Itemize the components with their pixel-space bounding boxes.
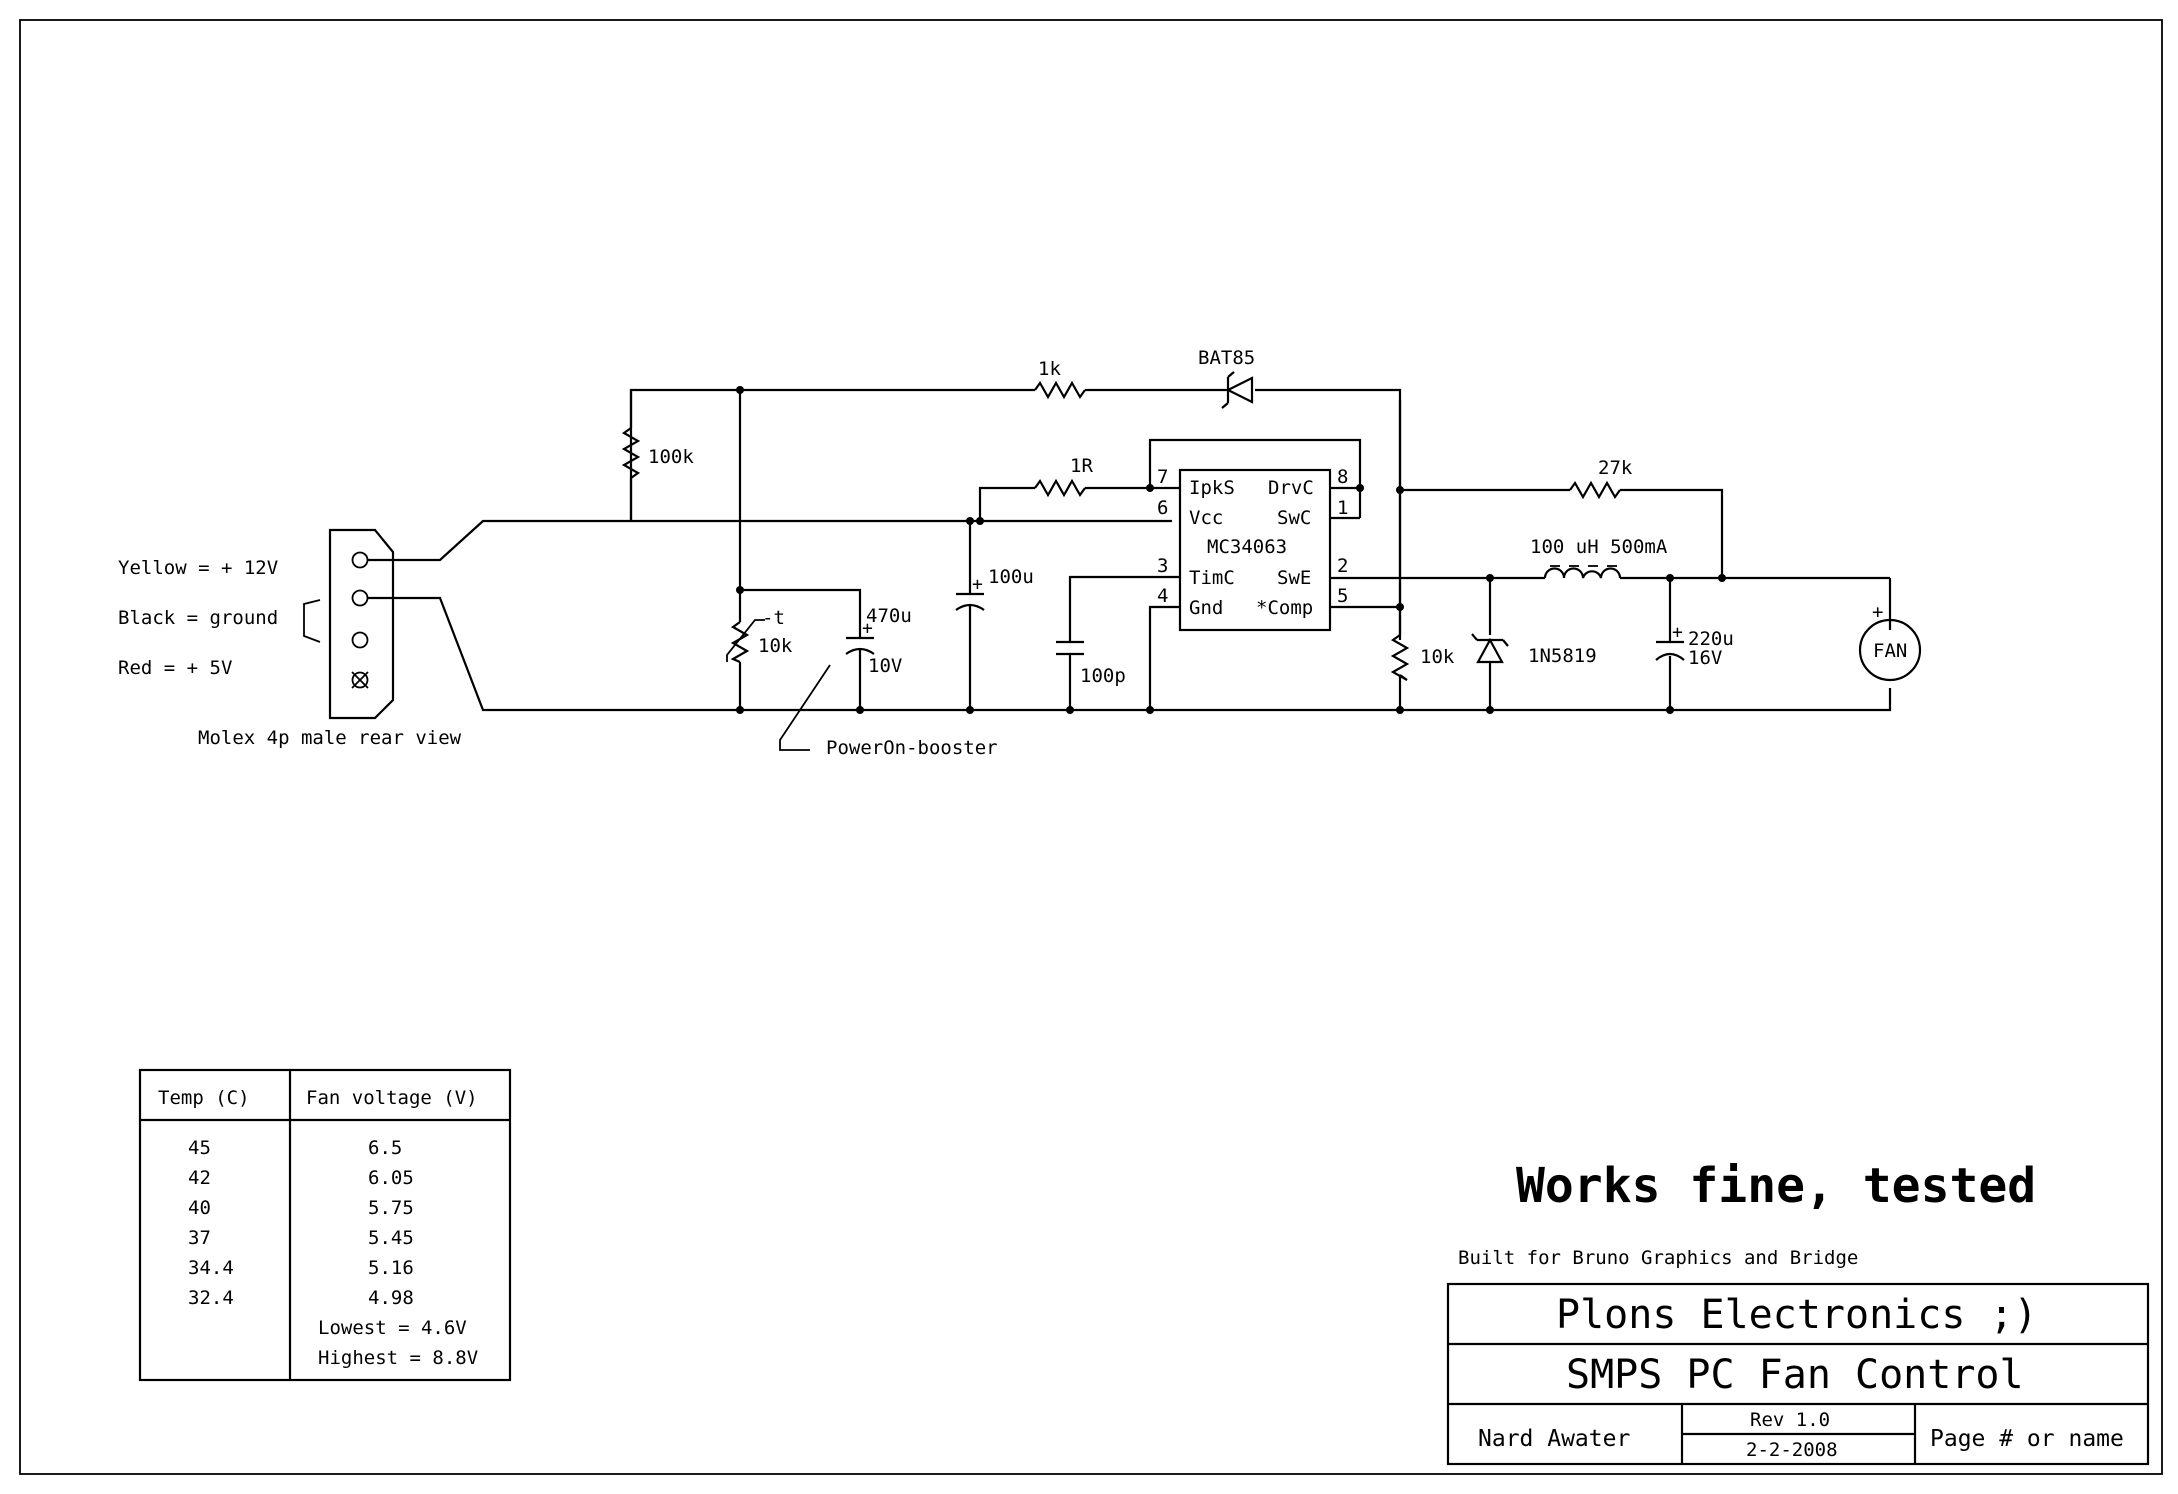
ic-pin-5: 5: [1337, 585, 1348, 607]
table-voltage-cell: 6.5: [368, 1137, 402, 1159]
ic-pin-6: 6: [1157, 497, 1168, 519]
title-block-rev: Rev 1.0: [1750, 1409, 1830, 1431]
molex-caption: Molex 4p male rear view: [198, 727, 462, 749]
capacitor-100p-label: 100p: [1080, 665, 1126, 687]
resistor-1k: [1034, 380, 1086, 400]
table-temp-cell: 45: [188, 1137, 211, 1159]
resistor-27k: [1569, 480, 1621, 500]
title-block: [1446, 1282, 2150, 1466]
diode-bat85: [1221, 371, 1254, 409]
resistor-100k-label: 100k: [648, 446, 694, 468]
poweron-label: PowerOn-booster: [826, 737, 998, 759]
ic-pin-4: 4: [1157, 585, 1168, 607]
ic-name: MC34063: [1207, 536, 1287, 558]
ntc-t-label: -t: [762, 607, 785, 629]
resistor-1k-label: 1k: [1038, 358, 1061, 380]
wires: [367, 388, 1892, 712]
diode-1n5819-label: 1N5819: [1528, 645, 1597, 667]
ic-pin-1: 1: [1337, 497, 1348, 519]
table-header-temp: Temp (C): [158, 1087, 250, 1109]
capacitor-220u: [1655, 640, 1685, 661]
title-block-page: Page # or name: [1930, 1426, 2124, 1452]
fan-symbol: [1858, 618, 1922, 682]
table-voltage-cell: 5.16: [368, 1257, 414, 1279]
molex-black-label: Black = ground: [118, 607, 278, 629]
title-block-date: 2-2-2008: [1746, 1439, 1838, 1461]
ic-pin-ipks: IpkS: [1189, 477, 1235, 499]
title-block-author: Nard Awater: [1478, 1426, 1630, 1452]
capacitor-470u: [845, 626, 875, 662]
table-header-voltage: Fan voltage (V): [306, 1087, 478, 1109]
resistor-27k-label: 27k: [1598, 457, 1633, 479]
table-voltage-cell: 5.45: [368, 1227, 414, 1249]
built-for-note: Built for Bruno Graphics and Bridge: [1458, 1247, 1858, 1269]
table-voltage-cell: 6.05: [368, 1167, 414, 1189]
plus-marker-470u: +: [862, 618, 873, 639]
capacitor-470u-voltage: 10V: [868, 655, 902, 677]
molex-red-label: Red = + 5V: [118, 657, 232, 679]
ic-pin-timc: TimC: [1189, 567, 1235, 589]
capacitor-470u-label: 470u: [866, 605, 912, 627]
poweron-leader: [779, 664, 831, 751]
sheet-border: [19, 19, 2163, 1475]
table-temp-cell: 34.4: [188, 1257, 234, 1279]
ic-mc34063: [1178, 468, 1332, 632]
plus-marker-100u: +: [972, 574, 983, 595]
table-highest-note: Highest = 8.8V: [318, 1347, 478, 1369]
table-voltage-cell: 5.75: [368, 1197, 414, 1219]
molex-connector: [303, 528, 395, 720]
title-block-company: Plons Electronics ;): [1556, 1292, 2038, 1338]
ic-pin-drvc: DrvC: [1268, 477, 1314, 499]
junction-dots: [736, 386, 1726, 714]
inductor-label: 100 uH 500mA: [1530, 536, 1668, 558]
ntc-thermistor: [726, 619, 765, 664]
molex-yellow-label: Yellow = + 12V: [118, 557, 278, 579]
resistor-10k-label: 10k: [1420, 646, 1455, 668]
capacitor-100u-label: 100u: [988, 566, 1034, 588]
ic-pin-7: 7: [1157, 466, 1168, 488]
temp-voltage-table: [138, 1068, 512, 1382]
table-temp-cell: 42: [188, 1167, 211, 1189]
resistor-1r-label: 1R: [1070, 455, 1093, 477]
resistor-1r: [1034, 478, 1086, 498]
diode-bat85-label: BAT85: [1198, 347, 1255, 369]
title-block-title: SMPS PC Fan Control: [1566, 1352, 2024, 1398]
diode-1n5819: [1471, 633, 1509, 664]
table-temp-cell: 40: [188, 1197, 211, 1219]
table-temp-cell: 32.4: [188, 1287, 234, 1309]
capacitor-100p: [1056, 640, 1084, 656]
capacitor-100u: [955, 592, 985, 611]
ic-pin-swc: SwC: [1277, 507, 1311, 529]
ntc-value-label: 10k: [758, 635, 793, 657]
resistor-10k: [1390, 634, 1410, 681]
plus-marker-220u: +: [1672, 622, 1683, 643]
inductor-100uh: [1543, 565, 1622, 579]
resistor-100k: [621, 427, 641, 479]
table-temp-cell: 37: [188, 1227, 211, 1249]
ic-pin-comp: *Comp: [1256, 597, 1313, 619]
table-lowest-note: Lowest = 4.6V: [318, 1317, 467, 1339]
ic-pin-vcc: Vcc: [1189, 507, 1223, 529]
fan-label: FAN: [1873, 640, 1907, 662]
fan-plus-marker: +: [1872, 601, 1883, 623]
ic-pin-swe: SwE: [1277, 567, 1311, 589]
status-note: Works fine, tested: [1516, 1158, 2036, 1214]
ic-pin-2: 2: [1337, 555, 1348, 577]
ic-pin-gnd: Gnd: [1189, 597, 1223, 619]
ic-pin-8: 8: [1337, 466, 1348, 488]
capacitor-220u-voltage: 16V: [1688, 647, 1722, 669]
capacitor-220u-label: 220u: [1688, 628, 1734, 650]
ic-pin-3: 3: [1157, 555, 1168, 577]
table-voltage-cell: 4.98: [368, 1287, 414, 1309]
